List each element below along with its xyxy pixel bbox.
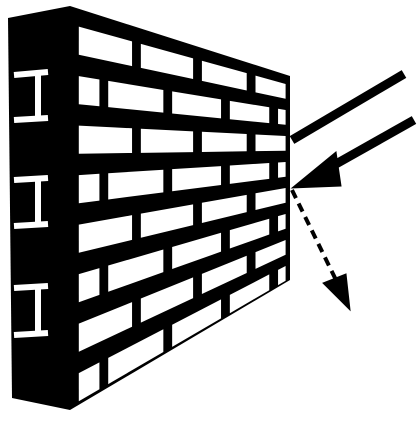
- brick: [201, 131, 247, 152]
- brick: [140, 277, 194, 323]
- brick: [278, 265, 286, 286]
- incoming-rays: [289, 70, 417, 189]
- brick: [108, 169, 164, 200]
- wall-side-face: [8, 6, 70, 410]
- brick: [78, 302, 133, 352]
- brick: [78, 173, 100, 204]
- incoming-ray-upper: [289, 70, 407, 144]
- brick: [229, 274, 270, 314]
- brick: [108, 329, 164, 385]
- side-face-mortar: [13, 69, 49, 338]
- brick: [140, 128, 194, 153]
- brick: [201, 255, 247, 294]
- brick: [78, 215, 133, 253]
- brick: [140, 43, 194, 80]
- brick: [78, 76, 100, 107]
- brick: [201, 60, 247, 91]
- brick: [108, 80, 164, 113]
- wall-front-face: [70, 6, 290, 410]
- brick: [172, 232, 222, 270]
- brick: [172, 91, 222, 119]
- brick: [229, 163, 270, 184]
- brick: [255, 239, 286, 269]
- brick: [201, 194, 247, 223]
- reflected-ray-line: [290, 189, 338, 281]
- brick: [255, 187, 286, 211]
- brick: [278, 108, 286, 125]
- reflected-ray: [290, 189, 351, 312]
- brick: [229, 218, 270, 249]
- brick: [78, 125, 133, 154]
- brick: [172, 166, 222, 192]
- brick: [229, 100, 270, 124]
- brick: [255, 75, 286, 99]
- brick: [255, 134, 286, 152]
- brick: [140, 204, 194, 238]
- brick-courses: [78, 26, 286, 402]
- brick: [278, 213, 286, 232]
- arrowhead-reflected: [322, 273, 351, 312]
- arrowhead-incoming: [290, 151, 342, 189]
- brick: [108, 249, 164, 292]
- brick: [78, 26, 133, 67]
- brick: [278, 161, 286, 178]
- brick: [78, 268, 100, 303]
- brick: [172, 299, 222, 347]
- brick: [78, 362, 100, 402]
